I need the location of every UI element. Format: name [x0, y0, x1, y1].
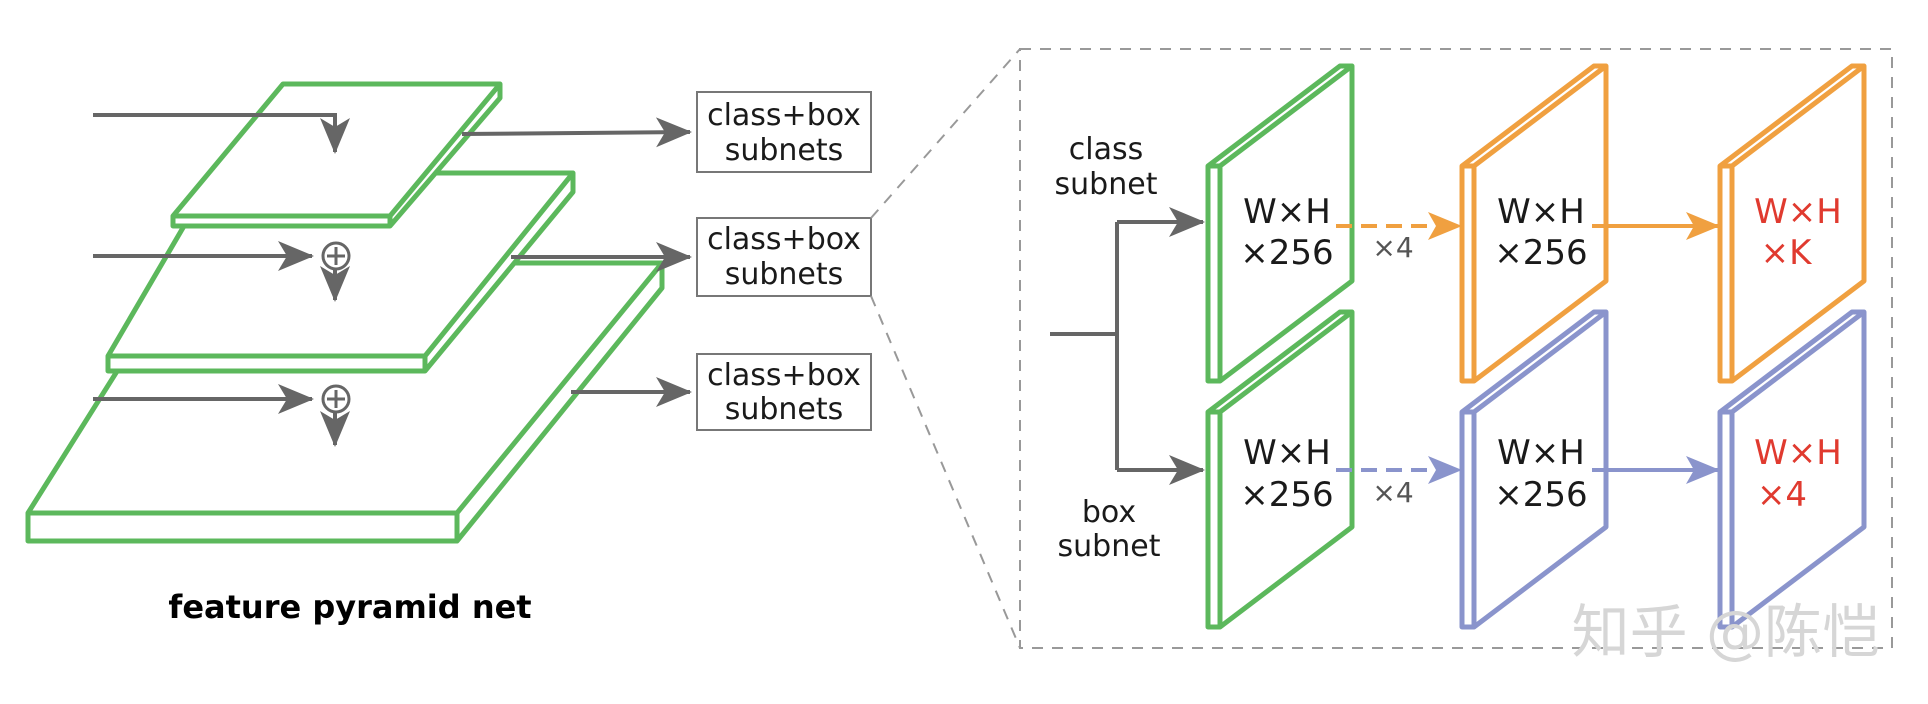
- class-subnet-label-line2: subnet: [1055, 167, 1158, 202]
- lateral-connections: [93, 113, 350, 447]
- box-map-1: [1205, 309, 1355, 630]
- zoom-connector: [870, 48, 1893, 649]
- subnet-box-2: class+box subnets: [696, 217, 872, 297]
- subnet-box-3: class+box subnets: [696, 353, 872, 431]
- pyramid-output-arrows: [461, 117, 692, 407]
- class-subnet-label-line1: class: [1069, 132, 1143, 167]
- sum-node-upper: [321, 241, 351, 271]
- feature-pyramid: class+box subnets class+box subnets clas…: [25, 81, 872, 626]
- subnet-detail: class subnet box subnet: [1050, 63, 1880, 666]
- box-subnet-label-line1: box: [1082, 495, 1136, 530]
- box-map-2-line1: W×H: [1497, 433, 1585, 473]
- subnet-box-3-line2: subnets: [725, 392, 844, 427]
- class-map-1-line1: W×H: [1243, 192, 1331, 232]
- class-map-2: [1459, 63, 1609, 384]
- box-map-1-line2: ×256: [1240, 475, 1333, 515]
- subnet-box-1: class+box subnets: [696, 91, 872, 173]
- box-map-2-line2: ×256: [1494, 475, 1587, 515]
- pyramid-level-top: [170, 81, 503, 229]
- box-map-2: [1459, 309, 1609, 630]
- box-map-1-line1: W×H: [1243, 433, 1331, 473]
- subnet-box-1-line1: class+box: [707, 98, 861, 133]
- subnet-box-2-line2: subnets: [725, 257, 844, 292]
- class-map-2-line1: W×H: [1497, 192, 1585, 232]
- class-map-3: [1717, 63, 1867, 384]
- subnet-box-1-line2: subnets: [725, 133, 844, 168]
- class-map-3-line2: ×K: [1761, 233, 1813, 273]
- subnet-box-2-line1: class+box: [707, 222, 861, 257]
- input-branch: [1050, 207, 1205, 485]
- class-map-1-line2: ×256: [1240, 233, 1333, 273]
- box-repeat-label: ×4: [1372, 476, 1413, 509]
- watermark: 知乎 @陈恺: [1572, 598, 1880, 666]
- box-map-3-line1: W×H: [1754, 433, 1842, 473]
- pyramid-caption: feature pyramid net: [168, 588, 531, 626]
- subnet-box-3-line1: class+box: [707, 358, 861, 393]
- class-map-3-line1: W×H: [1754, 192, 1842, 232]
- box-map-3-line2: ×4: [1757, 475, 1807, 515]
- class-repeat-label: ×4: [1372, 231, 1413, 264]
- class-map-2-line2: ×256: [1494, 233, 1587, 273]
- box-subnet-label-line2: subnet: [1058, 529, 1161, 564]
- class-map-1: [1205, 63, 1355, 384]
- box-map-3: [1717, 309, 1867, 630]
- sum-node-lower: [321, 384, 351, 414]
